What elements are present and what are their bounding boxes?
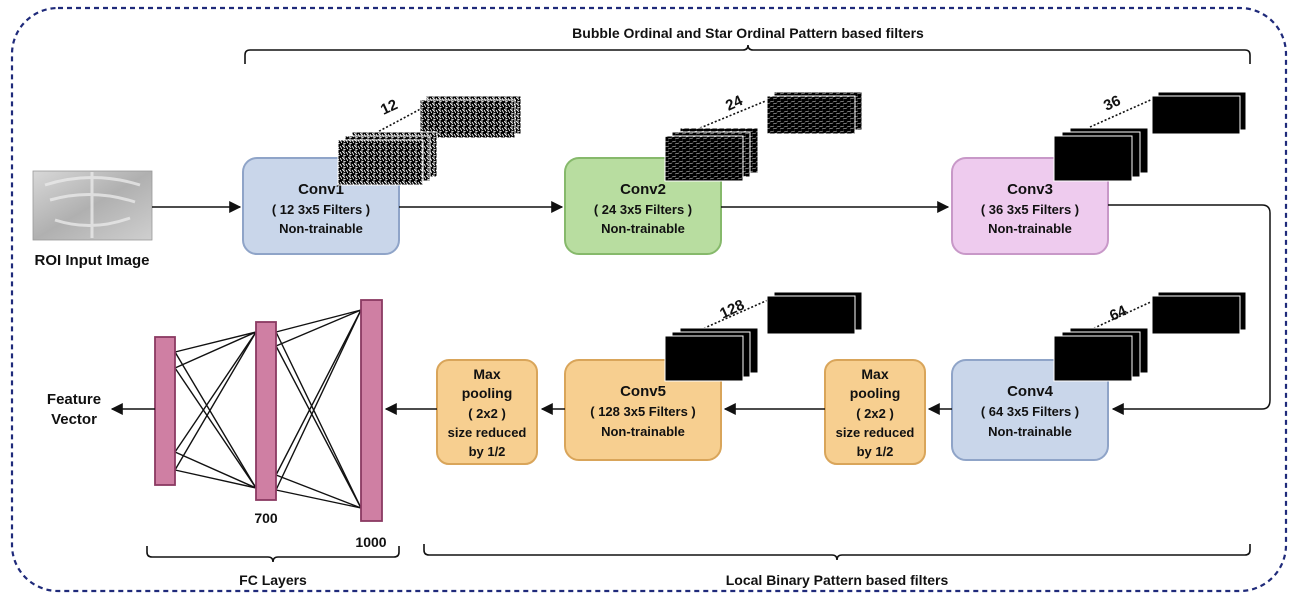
conv4-block: Conv4 ( 64 3x5 Filters ) Non-trainable — [951, 359, 1109, 461]
conv5-title: Conv5 — [620, 383, 666, 400]
fc-edge — [275, 489, 362, 509]
bottom-brace-left — [146, 546, 400, 563]
fc-edge — [275, 309, 362, 347]
outer-dashed-frame — [10, 6, 1288, 593]
conv5-count: 128 — [717, 296, 747, 322]
fc-edge — [174, 331, 257, 369]
roi-texture — [44, 172, 141, 238]
conv1-title: Conv1 — [298, 181, 344, 198]
maxpool-right-box — [824, 359, 926, 465]
maxpool-right-block: Max pooling ( 2x2 ) size reduced by 1/2 — [824, 359, 926, 465]
conv3-count: 36 — [1101, 92, 1123, 114]
top-brace-label: Bubble Ordinal and Star Ordinal Pattern … — [572, 25, 924, 41]
conv1-filters: ( 12 3x5 Filters ) — [272, 202, 370, 217]
conv5-feature-maps: 128 — [664, 291, 863, 382]
maxpool-left-box — [436, 359, 538, 465]
conv3-box — [951, 157, 1109, 255]
maxpool-right-line3: ( 2x2 ) — [856, 406, 894, 421]
conv5-trainable: Non-trainable — [601, 424, 685, 439]
conv1-block: Conv1 ( 12 3x5 Filters ) Non-trainable — [242, 157, 400, 255]
top-brace — [244, 44, 1251, 64]
conv2-box — [564, 157, 722, 255]
maxpool-right-line5: by 1/2 — [857, 444, 894, 459]
maxpool-left-line5: by 1/2 — [469, 444, 506, 459]
fc-edge — [174, 351, 257, 489]
conv4-title: Conv4 — [1007, 383, 1054, 400]
conv2-count: 24 — [723, 92, 746, 115]
maxpool-left-line4: size reduced — [448, 425, 527, 440]
conv3-title: Conv3 — [1007, 181, 1053, 198]
fc-layer-700 — [255, 321, 277, 501]
fc-1000-label: 1000 — [355, 534, 386, 550]
conv2-filters: ( 24 3x5 Filters ) — [594, 202, 692, 217]
conv2-feature-maps: 24 — [664, 91, 863, 182]
fc-layer-1000 — [360, 299, 383, 522]
fc-edge — [275, 309, 362, 333]
fc-edge — [174, 331, 257, 471]
fc-edge — [174, 367, 257, 489]
fc-edge — [275, 309, 362, 491]
feature-vector-label-1: Feature — [47, 391, 101, 408]
maxpool-right-line2: pooling — [850, 385, 901, 401]
conv1-count: 12 — [378, 96, 400, 118]
fc-layer-output — [154, 336, 176, 486]
fc-edge — [275, 331, 362, 509]
fc-edge — [174, 469, 257, 489]
feature-vector-label-2: Vector — [51, 411, 97, 428]
fc-connections — [174, 309, 362, 509]
fc-edge — [275, 474, 362, 509]
maxpool-left-line2: pooling — [462, 385, 513, 401]
conv2-block: Conv2 ( 24 3x5 Filters ) Non-trainable — [564, 157, 722, 255]
conv1-feature-maps: 12 — [337, 95, 522, 186]
conv3-filters: ( 36 3x5 Filters ) — [981, 202, 1079, 217]
conv3-trainable: Non-trainable — [988, 221, 1072, 236]
conv1-trainable: Non-trainable — [279, 221, 363, 236]
conv5-block: Conv5 ( 128 3x5 Filters ) Non-trainable — [564, 359, 722, 461]
conv4-count: 64 — [1107, 302, 1130, 325]
conv4-box — [951, 359, 1109, 461]
bottom-brace-right — [423, 544, 1251, 561]
fc-edge — [174, 451, 257, 489]
fc-edge — [174, 331, 257, 353]
bottom-brace-left-label: FC Layers — [239, 572, 307, 588]
maxpool-right-line4: size reduced — [836, 425, 915, 440]
maxpool-right-line1: Max — [861, 366, 888, 382]
roi-input-label: ROI Input Image — [34, 252, 149, 269]
bottom-brace-right-label: Local Binary Pattern based filters — [726, 572, 949, 588]
conv2-trainable: Non-trainable — [601, 221, 685, 236]
conv3-block: Conv3 ( 36 3x5 Filters ) Non-trainable — [951, 157, 1109, 255]
fc-edge — [275, 345, 362, 509]
conv3-feature-maps: 36 — [1053, 91, 1247, 182]
conv4-trainable: Non-trainable — [988, 424, 1072, 439]
maxpool-left-line1: Max — [473, 366, 500, 382]
conv4-filters: ( 64 3x5 Filters ) — [981, 404, 1079, 419]
conv5-filters: ( 128 3x5 Filters ) — [590, 404, 696, 419]
fc-700-label: 700 — [254, 510, 278, 526]
fc-edge — [275, 309, 362, 476]
conv5-box — [564, 359, 722, 461]
fc-edge — [174, 331, 257, 453]
maxpool-left-block: Max pooling ( 2x2 ) size reduced by 1/2 — [436, 359, 538, 465]
conv4-feature-maps: 64 — [1053, 291, 1247, 382]
conv2-title: Conv2 — [620, 181, 666, 198]
maxpool-left-line3: ( 2x2 ) — [468, 406, 506, 421]
arrow-conv3-conv4 — [1108, 204, 1271, 415]
